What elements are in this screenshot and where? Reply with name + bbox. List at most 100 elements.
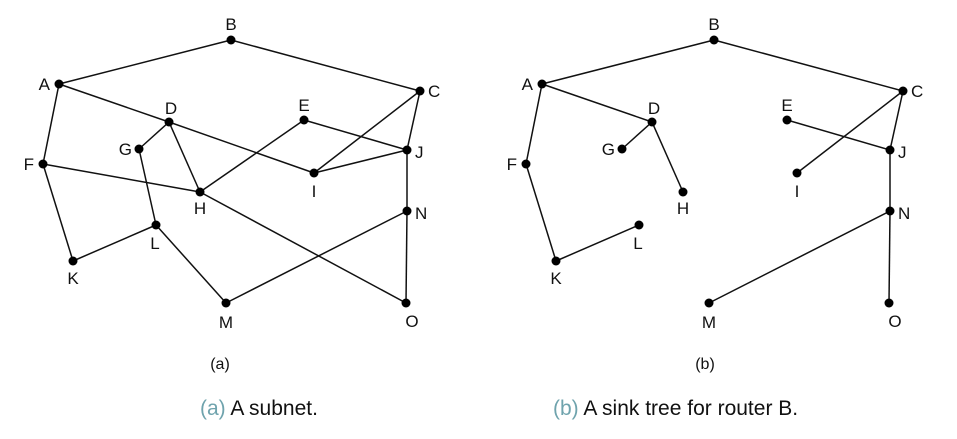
node-K — [68, 256, 78, 266]
node-label-L: L — [150, 234, 159, 253]
caption-b: (b) A sink tree for router B. — [553, 397, 798, 421]
edge-N-M — [708, 210, 891, 304]
node-L — [151, 220, 161, 230]
node-label-F: F — [507, 155, 517, 174]
edge-D-H — [651, 121, 684, 193]
edge-D-G — [138, 121, 170, 150]
panel-a-sublabel: (a) — [210, 356, 230, 373]
node-label-G: G — [119, 140, 132, 159]
node-M — [221, 298, 231, 308]
edge-I-J — [313, 149, 408, 174]
node-label-C: C — [428, 82, 440, 101]
node-J — [402, 145, 412, 155]
node-label-J: J — [415, 143, 424, 162]
node-label-J: J — [898, 143, 907, 162]
caption-b-text: A sink tree for router B. — [583, 397, 799, 420]
edge-A-D — [541, 83, 653, 123]
node-F — [38, 159, 48, 169]
node-E — [782, 115, 792, 125]
node-label-A: A — [522, 75, 534, 94]
node-label-D: D — [648, 99, 660, 118]
edge-E-J — [303, 119, 408, 151]
node-label-F: F — [24, 155, 34, 174]
node-label-K: K — [550, 269, 562, 288]
edge-N-O — [888, 210, 891, 304]
edge-B-C — [713, 39, 904, 92]
edge-K-L — [555, 224, 640, 262]
node-B — [709, 35, 719, 45]
edge-N-O — [405, 210, 408, 304]
node-D — [164, 117, 174, 127]
edge-A-D — [58, 83, 170, 123]
node-label-I: I — [312, 182, 317, 201]
node-label-D: D — [165, 99, 177, 118]
node-label-M: M — [219, 313, 233, 332]
node-label-B: B — [225, 15, 236, 34]
node-label-L: L — [633, 234, 642, 253]
node-label-M: M — [702, 313, 716, 332]
edge-F-K — [42, 163, 74, 262]
edge-C-J — [889, 90, 904, 151]
node-N — [885, 206, 895, 216]
node-label-O: O — [888, 312, 901, 331]
panel-b-sink-tree-graph: A B C D E F G H I J K L M N O — [507, 15, 924, 332]
node-B — [226, 35, 236, 45]
edge-E-J — [786, 119, 891, 151]
edge-D-G — [621, 121, 653, 150]
node-H — [678, 187, 688, 197]
node-E — [299, 115, 309, 125]
node-C — [415, 86, 425, 96]
node-label-N: N — [415, 204, 427, 223]
edge-C-J — [406, 90, 421, 151]
edge-D-H — [168, 121, 201, 193]
node-label-G: G — [602, 140, 615, 159]
node-label-E: E — [781, 96, 792, 115]
caption-a-text: A subnet. — [230, 397, 318, 420]
node-label-C: C — [911, 82, 923, 101]
node-label-K: K — [67, 269, 79, 288]
node-label-B: B — [708, 15, 719, 34]
node-A — [54, 79, 64, 89]
node-O — [884, 298, 894, 308]
edge-I-C — [313, 90, 421, 174]
edge-L-M — [155, 224, 227, 304]
node-H — [195, 187, 205, 197]
edge-B-C — [230, 39, 421, 92]
edge-A-F — [525, 83, 543, 165]
node-I — [309, 168, 319, 178]
node-A — [537, 79, 547, 89]
node-N — [402, 206, 412, 216]
edge-N-M — [225, 210, 408, 304]
caption-b-prefix: (b) — [553, 397, 579, 420]
edge-H-E — [199, 119, 305, 193]
node-D — [647, 117, 657, 127]
node-J — [885, 145, 895, 155]
edge-F-H — [42, 163, 201, 193]
node-L — [634, 220, 644, 230]
edge-F-K — [525, 163, 557, 262]
node-O — [401, 298, 411, 308]
panel-b-sublabel: (b) — [695, 356, 715, 373]
node-M — [704, 298, 714, 308]
node-G — [617, 144, 627, 154]
edge-C-I — [796, 90, 904, 174]
node-G — [134, 144, 144, 154]
edge-D-I — [168, 121, 315, 174]
edge-A-B — [58, 39, 232, 85]
edge-A-F — [42, 83, 60, 165]
node-label-I: I — [795, 182, 800, 201]
node-label-H: H — [194, 199, 206, 218]
caption-a-prefix: (a) — [200, 397, 226, 420]
edge-K-L — [72, 224, 157, 262]
caption-a: (a) A subnet. — [200, 397, 318, 421]
node-K — [551, 256, 561, 266]
edge-G-L — [138, 148, 157, 226]
node-F — [521, 159, 531, 169]
node-label-H: H — [677, 199, 689, 218]
node-label-N: N — [898, 204, 910, 223]
edge-H-O — [199, 191, 407, 304]
node-label-O: O — [405, 312, 418, 331]
node-C — [898, 86, 908, 96]
node-I — [792, 168, 802, 178]
